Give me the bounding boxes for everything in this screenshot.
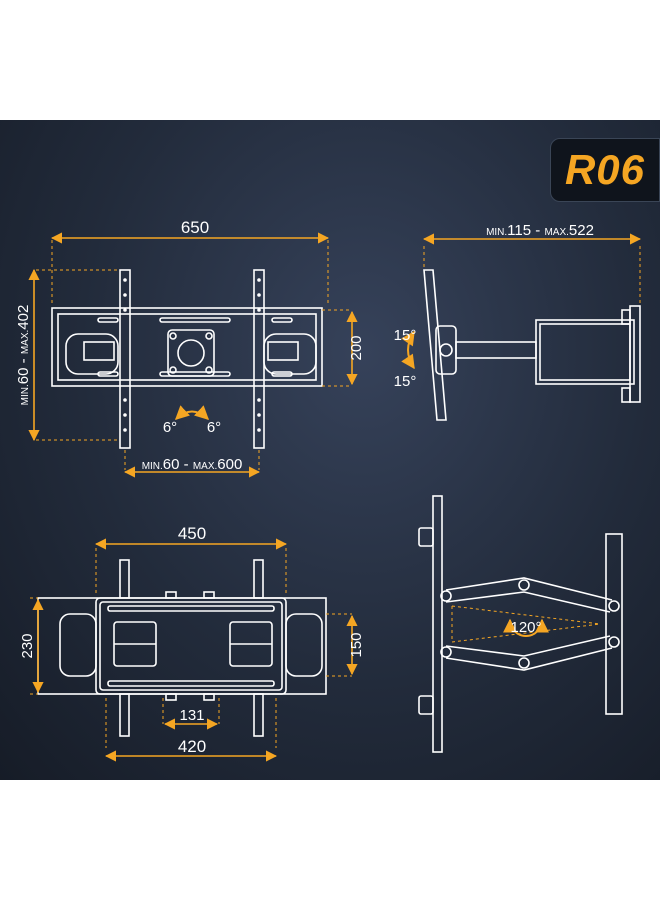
mount-diagram: 650 200 MIN.60 - MAX.402 6° 6° MIN.60 - … [15,218,642,762]
plate-guides [30,548,352,748]
plate-left-label: 230 [19,633,36,658]
front-height-label: MIN.60 - MAX.402 [15,305,32,406]
plate-view [37,559,327,737]
plate-bottom-label: 420 [178,737,206,756]
side-tilt-arc [401,330,415,370]
plate-inner-label: 131 [179,707,204,724]
front-guides [36,240,350,470]
front-view [51,269,323,449]
front-spread-label: MIN.60 - MAX.600 [142,456,243,473]
side-tilt-up-label: 15° [394,327,417,344]
side-view [423,269,641,421]
front-width-label: 650 [181,218,209,237]
front-tilt-arc [174,405,210,420]
top-swivel-label: 120° [510,619,541,636]
front-bracket-holes [123,278,261,432]
top-view [418,495,623,753]
model-badge: R06 [550,138,660,202]
top-guides [451,605,601,643]
model-number: R06 [564,146,646,193]
front-tilt-left-label: 6° [163,419,177,436]
side-guides [423,246,641,304]
front-tilt-right-label: 6° [207,419,221,436]
front-spacing-label: 200 [348,335,365,360]
diagram-panel: 650 200 MIN.60 - MAX.402 6° 6° MIN.60 - … [0,120,660,780]
plate-right-label: 150 [348,632,365,657]
plate-top-label: 450 [178,524,206,543]
side-tilt-down-label: 15° [394,373,417,390]
top-swivel-arc [503,618,549,637]
side-extension-label: MIN.115 - MAX.522 [486,222,594,239]
